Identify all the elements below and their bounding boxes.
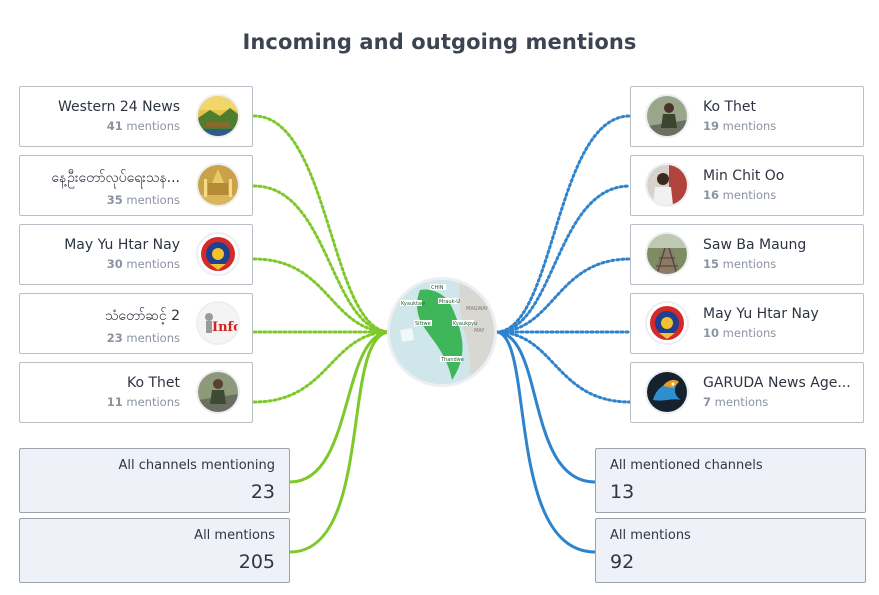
emblem-avatar	[196, 232, 240, 276]
person-avatar	[645, 94, 689, 138]
stat-label: All mentions	[194, 528, 275, 543]
svg-text:Sittwe: Sittwe	[415, 321, 431, 327]
channel-name: Western 24 News	[58, 99, 180, 115]
channel-avatar-map[interactable]: CHIN Mrauk-U Kyauktaw MAGWAY Sittwe Kyau…	[387, 277, 497, 387]
channel-name: နေ့ဦးတော်လုပ်ရေးသန...	[51, 170, 180, 186]
svg-text:Mrauk-U: Mrauk-U	[439, 299, 460, 305]
outgoing-channel-card[interactable]: Min Chit Oo 16 mentions	[630, 155, 864, 216]
stat-label: All channels mentioning	[118, 458, 275, 473]
stat-value: 13	[610, 481, 635, 503]
svg-text:Thandwe: Thandwe	[440, 357, 464, 363]
mention-count: 15 mentions	[703, 257, 777, 271]
incoming-channel-card[interactable]: သံတော်ဆင့် 2 23 mentions Info	[19, 293, 253, 354]
incoming-connector	[252, 114, 392, 334]
stat-value: 23	[250, 481, 275, 503]
mention-count: 41 mentions	[106, 119, 180, 133]
channel-name: Saw Ba Maung	[703, 237, 807, 253]
incoming-connector	[252, 330, 392, 404]
incoming-channel-card[interactable]: Ko Thet 11 mentions	[19, 362, 253, 423]
emblem-avatar	[645, 301, 689, 345]
outgoing-channels-stat: All mentioned channels 13	[595, 448, 866, 513]
railway-avatar	[645, 232, 689, 276]
info-avatar: Info	[196, 301, 240, 345]
svg-text:Kyaukpyu: Kyaukpyu	[453, 321, 477, 327]
outgoing-channel-card[interactable]: GARUDA News Age... 7 mentions	[630, 362, 864, 423]
channel-name: Min Chit Oo	[703, 168, 785, 184]
outgoing-connector	[494, 114, 632, 334]
outgoing-channel-card[interactable]: May Yu Htar Nay 10 mentions	[630, 293, 864, 354]
svg-text:Kyauktaw: Kyauktaw	[401, 301, 425, 307]
incoming-channels-stat: All channels mentioning 23	[19, 448, 290, 513]
incoming-channel-card[interactable]: May Yu Htar Nay 30 mentions	[19, 224, 253, 285]
mention-count: 10 mentions	[703, 326, 777, 340]
bird-avatar	[645, 370, 689, 414]
svg-text:CHIN: CHIN	[431, 285, 444, 291]
incoming-stat-connector	[289, 330, 391, 484]
channel-name: Ko Thet	[126, 375, 180, 391]
incoming-stat-connector	[289, 330, 391, 554]
mention-count: 11 mentions	[106, 395, 180, 409]
incoming-connector	[252, 184, 392, 334]
channel-name: GARUDA News Age...	[703, 375, 851, 391]
channel-name: May Yu Htar Nay	[703, 306, 819, 322]
person-avatar	[645, 163, 689, 207]
mention-count: 19 mentions	[703, 119, 777, 133]
stat-label: All mentions	[610, 528, 691, 543]
incoming-channel-card[interactable]: Western 24 News 41 mentions	[19, 86, 253, 147]
mention-count: 16 mentions	[703, 188, 777, 202]
channel-name: သံတော်ဆင့် 2	[104, 308, 180, 324]
outgoing-channel-card[interactable]: Saw Ba Maung 15 mentions	[630, 224, 864, 285]
temple-avatar	[196, 163, 240, 207]
incoming-mentions-stat: All mentions 205	[19, 518, 290, 583]
channel-name: May Yu Htar Nay	[64, 237, 180, 253]
outgoing-mentions-stat: All mentions 92	[595, 518, 866, 583]
mention-count: 23 mentions	[106, 331, 180, 345]
outgoing-stat-connector	[495, 330, 596, 484]
outgoing-connector	[494, 257, 632, 334]
mention-count: 35 mentions	[106, 193, 180, 207]
incoming-channel-card[interactable]: နေ့ဦးတော်လုပ်ရေးသန... 35 mentions	[19, 155, 253, 216]
outgoing-stat-connector	[495, 330, 596, 554]
outgoing-connector	[494, 330, 632, 404]
outgoing-channel-card[interactable]: Ko Thet 19 mentions	[630, 86, 864, 147]
mention-count: 7 mentions	[703, 395, 769, 409]
svg-text:MAGWAY: MAGWAY	[466, 306, 489, 312]
page-title: Incoming and outgoing mentions	[242, 30, 637, 54]
stat-label: All mentioned channels	[610, 458, 763, 473]
channel-name: Ko Thet	[703, 99, 757, 115]
outgoing-connector	[494, 184, 632, 334]
person-avatar	[196, 370, 240, 414]
svg-text:MAY: MAY	[474, 328, 485, 334]
mention-count: 30 mentions	[106, 257, 180, 271]
stat-value: 92	[610, 551, 635, 573]
incoming-connector	[252, 257, 392, 334]
svg-text:Info: Info	[212, 320, 238, 335]
map-icon: CHIN Mrauk-U Kyauktaw MAGWAY Sittwe Kyau…	[390, 280, 494, 384]
stat-value: 205	[238, 551, 275, 573]
landscape-avatar	[196, 94, 240, 138]
